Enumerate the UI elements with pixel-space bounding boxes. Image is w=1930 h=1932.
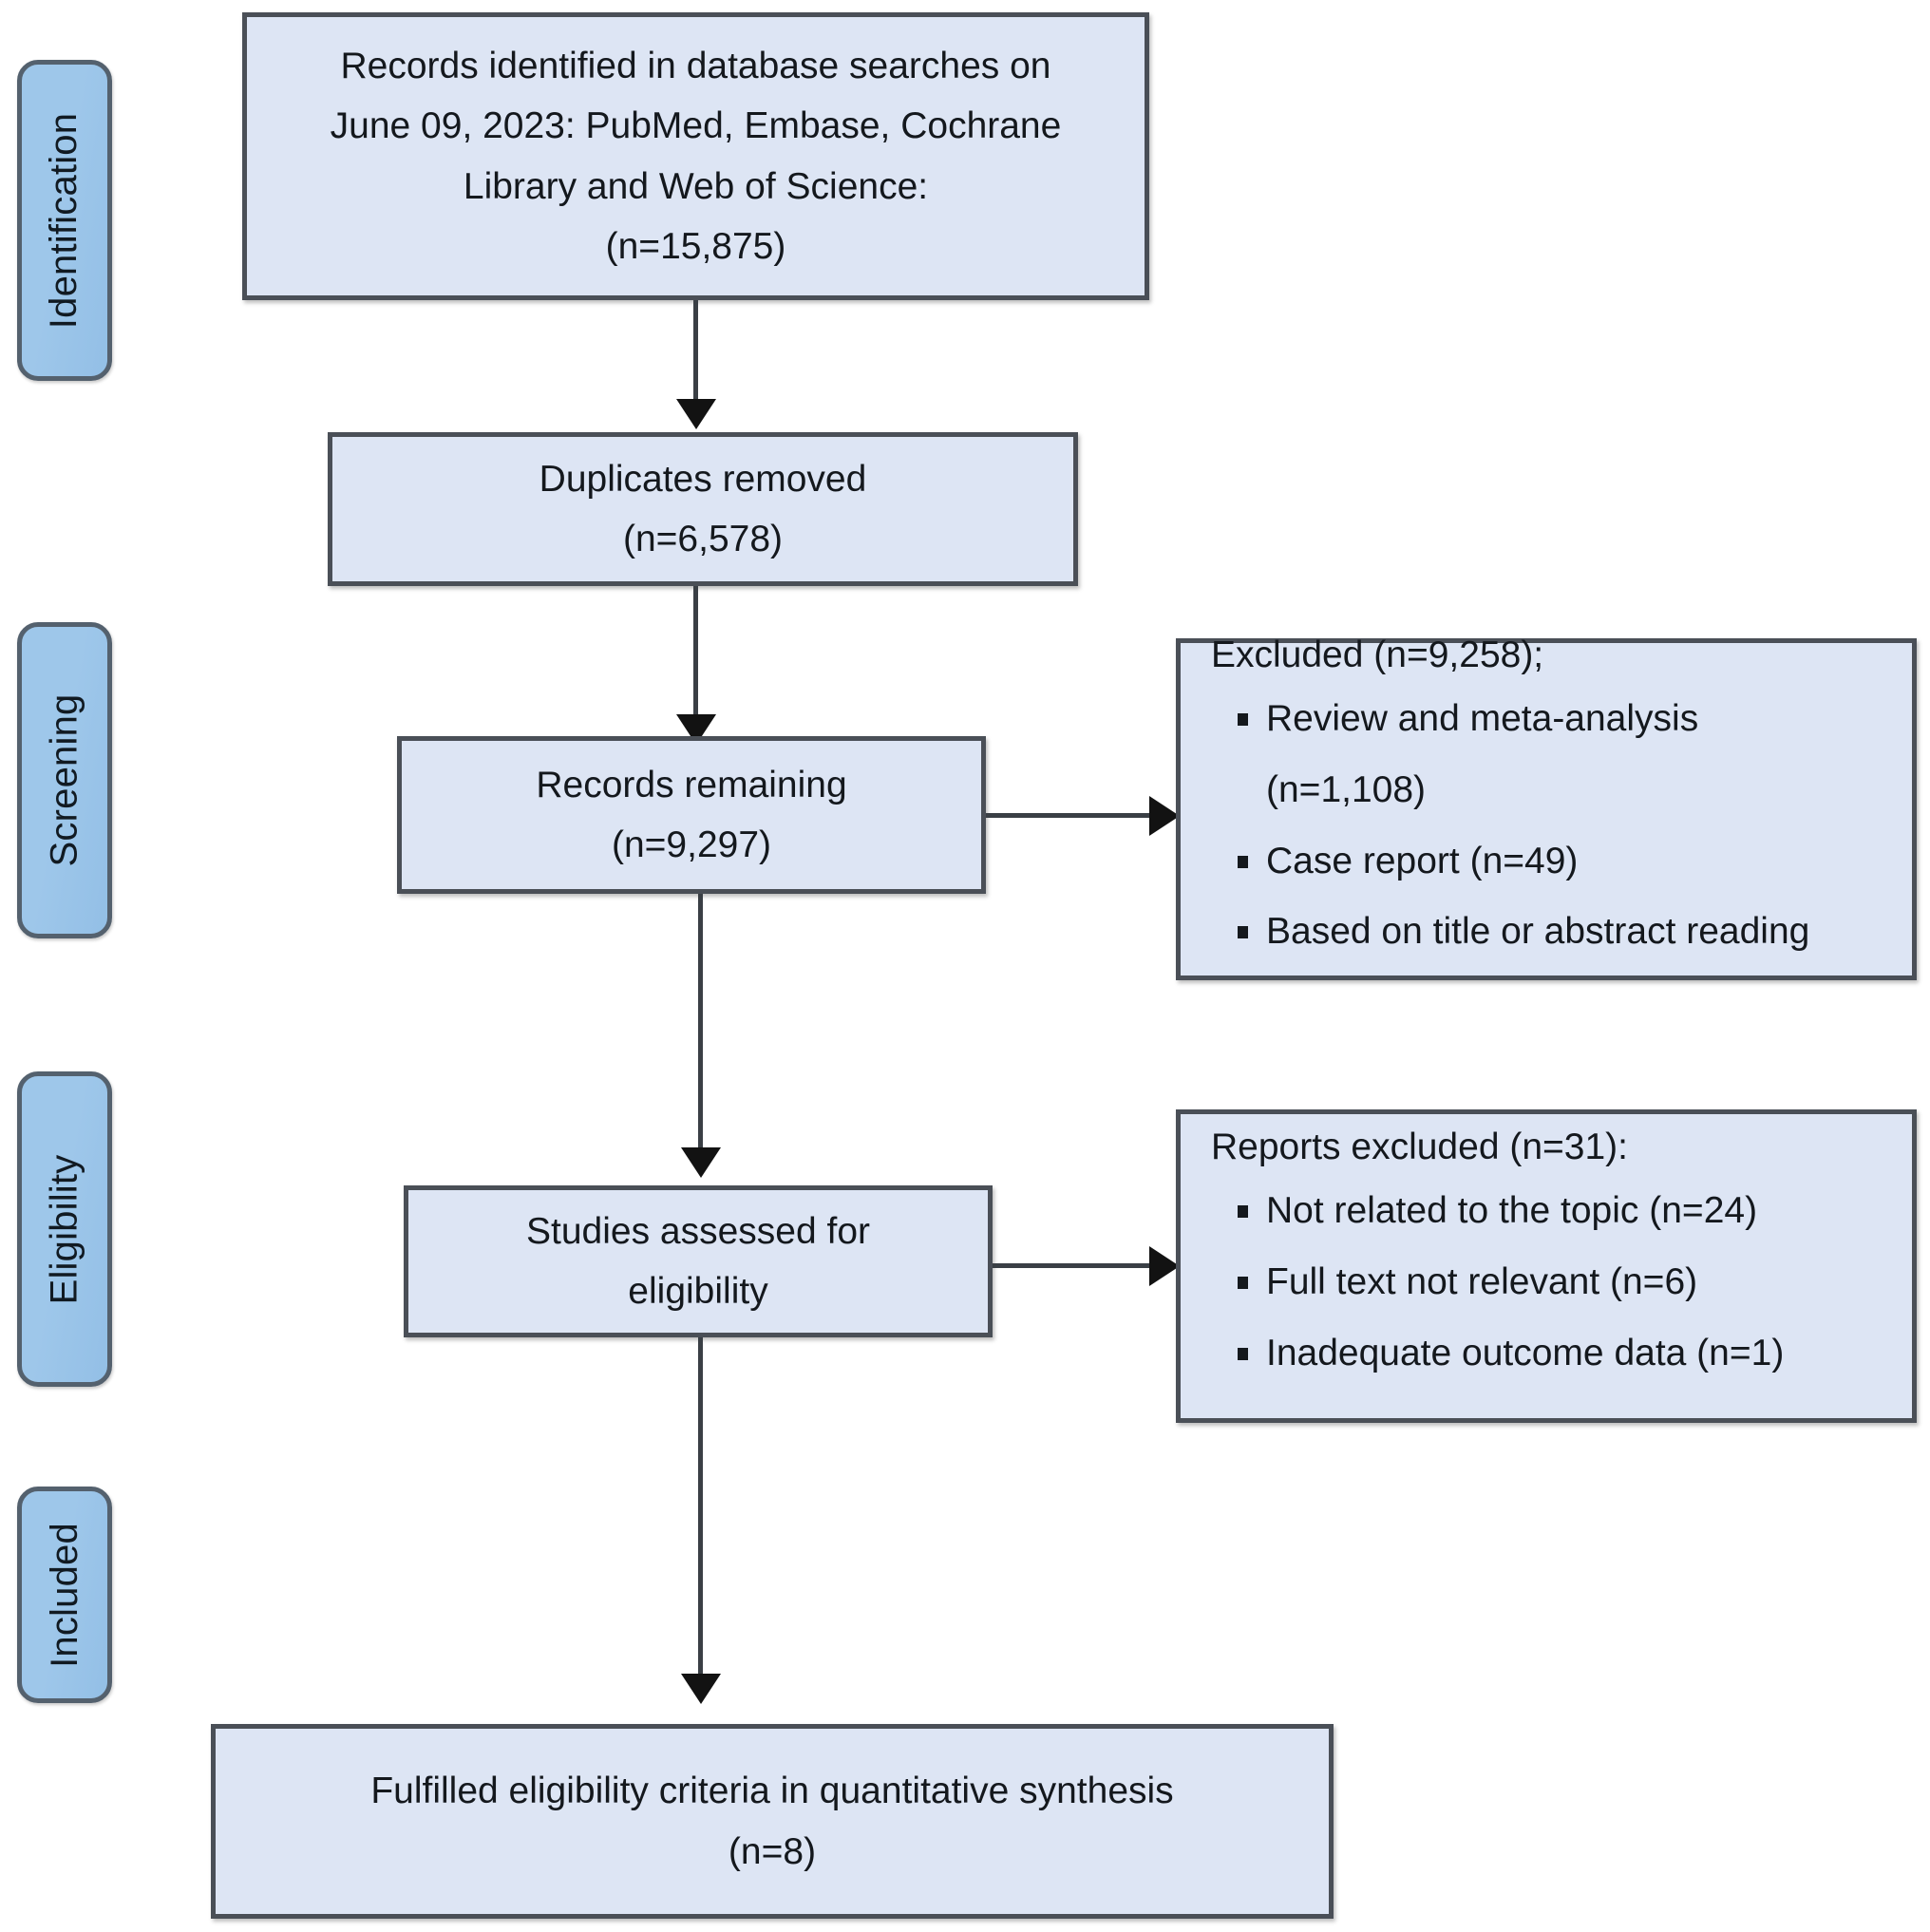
- box-records-remaining: Records remaining (n=9,297): [397, 736, 986, 894]
- stage-screening: Screening: [17, 622, 112, 938]
- box-included-studies: Fulfilled eligibility criteria in quanti…: [211, 1724, 1334, 1919]
- box-records-identified-line-4: (n=15,875): [605, 225, 786, 267]
- arrowhead-assessed-to-included: [681, 1674, 721, 1704]
- list-item: Not related to the topic (n=24): [1237, 1190, 1784, 1233]
- box-excluded-screening: Excluded (n=9,258); Review and meta-anal…: [1176, 634, 1917, 982]
- stage-included: Included: [17, 1487, 112, 1703]
- box-included-studies-line-1: Fulfilled eligibility criteria in quanti…: [370, 1771, 1174, 1812]
- box-reports-excluded: Reports excluded (n=31): Not related to …: [1176, 1109, 1917, 1423]
- box-studies-assessed: Studies assessed for eligibility: [404, 1185, 993, 1337]
- list-item: Case report (n=49): [1237, 841, 1809, 883]
- connector-identified-to-duplicates: [693, 300, 698, 405]
- stage-eligibility-label: Eligibility: [43, 1154, 85, 1304]
- arrowhead-remaining-to-excluded: [1149, 796, 1180, 836]
- list-item: Based on title or abstract reading: [1237, 911, 1810, 953]
- box-duplicates-removed-line-1: Duplicates removed: [539, 458, 867, 500]
- box-studies-assessed-line-2: eligibility: [628, 1271, 768, 1312]
- list-item: Inadequate outcome data (n=1): [1237, 1332, 1785, 1373]
- arrowhead-remaining-to-assessed: [681, 1147, 721, 1178]
- connector-remaining-to-excluded: [986, 813, 1162, 818]
- connector-duplicates-to-remaining: [693, 586, 698, 722]
- stage-eligibility: Eligibility: [17, 1071, 112, 1387]
- list-item: Full text not relevant (n=6): [1237, 1261, 1784, 1304]
- box-duplicates-removed: Duplicates removed (n=6,578): [328, 432, 1078, 586]
- box-studies-assessed-line-1: Studies assessed for: [525, 1210, 871, 1252]
- list-item: Review and meta-analysis: [1237, 698, 1809, 741]
- box-records-identified-line-2: June 09, 2023: PubMed, Embase, Cochrane: [330, 105, 1062, 147]
- stage-included-label: Included: [43, 1522, 85, 1668]
- list-item: (n=1,108): [1266, 768, 1427, 810]
- box-duplicates-removed-line-2: (n=6,578): [622, 519, 784, 559]
- box-records-remaining-line-2: (n=9,297): [611, 824, 772, 865]
- connector-assessed-to-reports-excluded: [993, 1263, 1164, 1268]
- stage-identification: Identification: [17, 60, 112, 381]
- arrowhead-identified-to-duplicates: [676, 399, 716, 429]
- box-excluded-screening-list: Review and meta-analysis (n=1,108) Case …: [1211, 698, 1809, 982]
- box-excluded-screening-heading: Excluded (n=9,258);: [1211, 634, 1544, 675]
- stage-identification-label: Identification: [43, 112, 85, 329]
- box-reports-excluded-heading: Reports excluded (n=31):: [1211, 1127, 1628, 1168]
- box-records-identified-line-3: Library and Web of Science:: [463, 165, 929, 207]
- connector-remaining-to-assessed: [698, 894, 703, 1160]
- box-included-studies-line-2: (n=8): [728, 1830, 817, 1872]
- box-records-identified-line-1: Records identified in database searches …: [340, 46, 1051, 87]
- box-records-identified: Records identified in database searches …: [242, 12, 1149, 300]
- stage-screening-label: Screening: [43, 693, 85, 867]
- arrowhead-assessed-to-reports-excluded: [1149, 1246, 1180, 1286]
- connector-assessed-to-included: [698, 1337, 703, 1691]
- box-records-remaining-line-1: Records remaining: [536, 764, 847, 805]
- box-reports-excluded-list: Not related to the topic (n=24) Full tex…: [1211, 1190, 1784, 1404]
